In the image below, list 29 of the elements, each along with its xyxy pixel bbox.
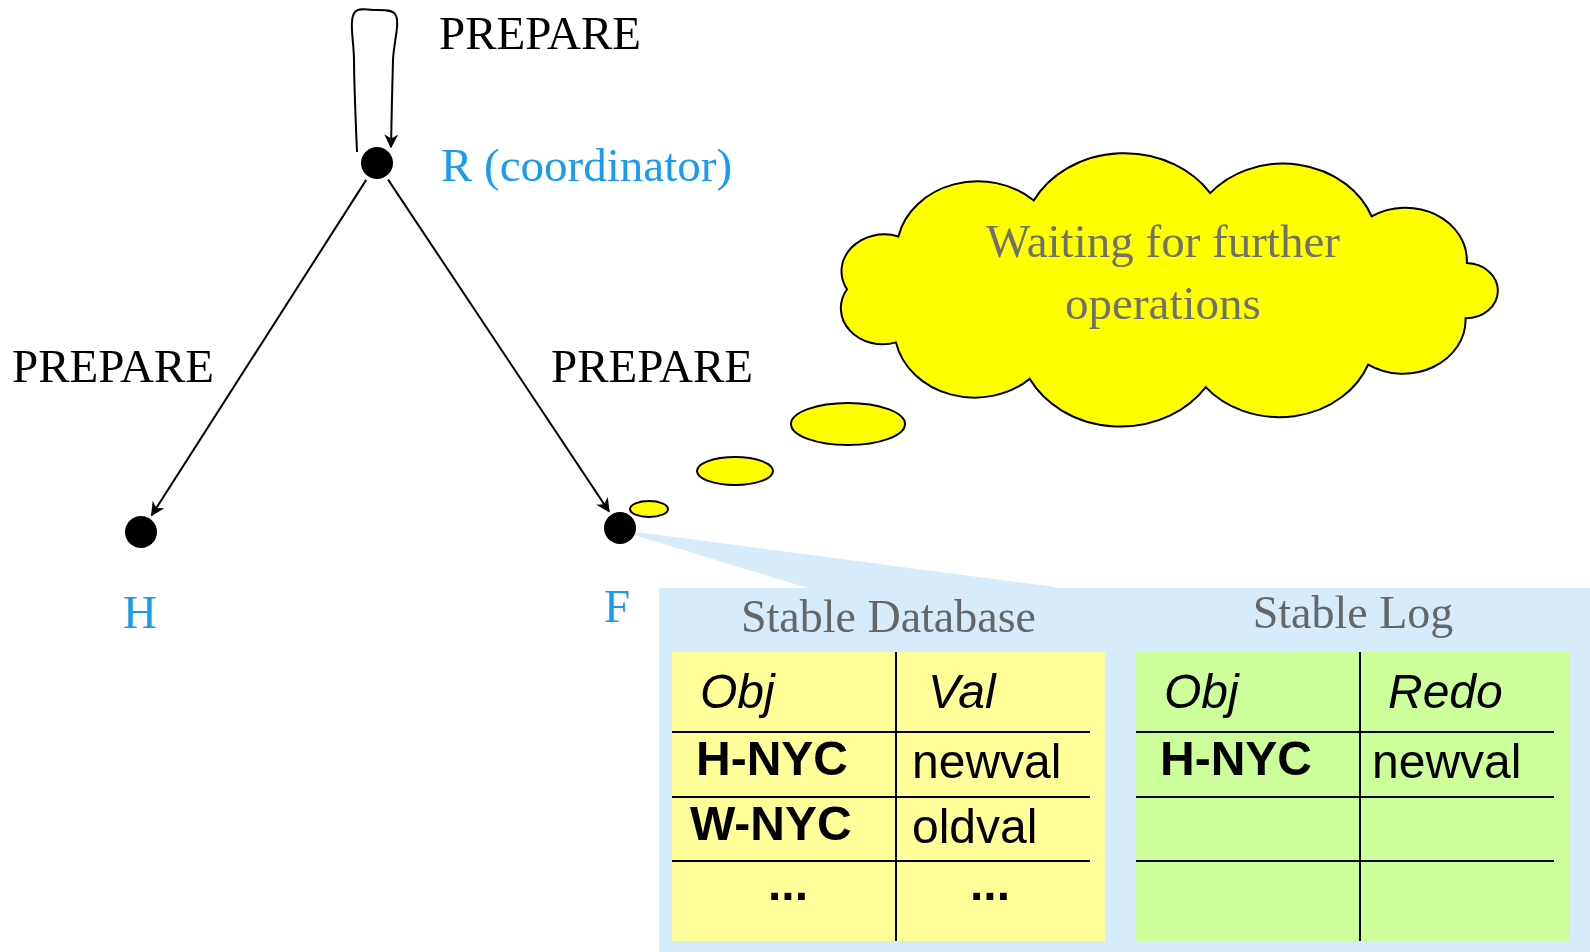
column-header: Redo — [1388, 668, 1503, 716]
column-header: Obj — [1164, 668, 1239, 716]
edge-label: PREPARE — [439, 10, 642, 57]
arrow — [150, 178, 368, 517]
table-background — [1136, 652, 1570, 941]
row-key: ... — [970, 860, 1010, 908]
dot — [361, 147, 393, 179]
row-key: H-NYC — [696, 735, 848, 783]
cell-value: oldval — [912, 803, 1038, 851]
cloud-text: Waiting for further operations — [985, 214, 1341, 331]
row-key: H-NYC — [1160, 735, 1312, 783]
dot — [125, 516, 157, 548]
node-label: F — [604, 583, 631, 630]
arrow — [387, 178, 610, 513]
dot — [604, 512, 636, 544]
column-header: Obj — [700, 668, 775, 716]
node-label: R (coordinator) — [441, 142, 733, 189]
arrow — [350, 8, 399, 153]
edge-label: PREPARE — [12, 343, 215, 390]
table-background — [672, 652, 1105, 941]
node-label: H — [123, 589, 157, 636]
column-header: Val — [928, 668, 996, 716]
row-key: W-NYC — [690, 800, 852, 848]
edge-label: PREPARE — [551, 343, 754, 390]
cell-value: newval — [912, 738, 1062, 786]
cell-value: newval — [1372, 738, 1522, 786]
row-key: ... — [768, 860, 808, 908]
table-heading: Stable Log — [1251, 590, 1455, 636]
table-heading: Stable Database — [739, 594, 1037, 640]
